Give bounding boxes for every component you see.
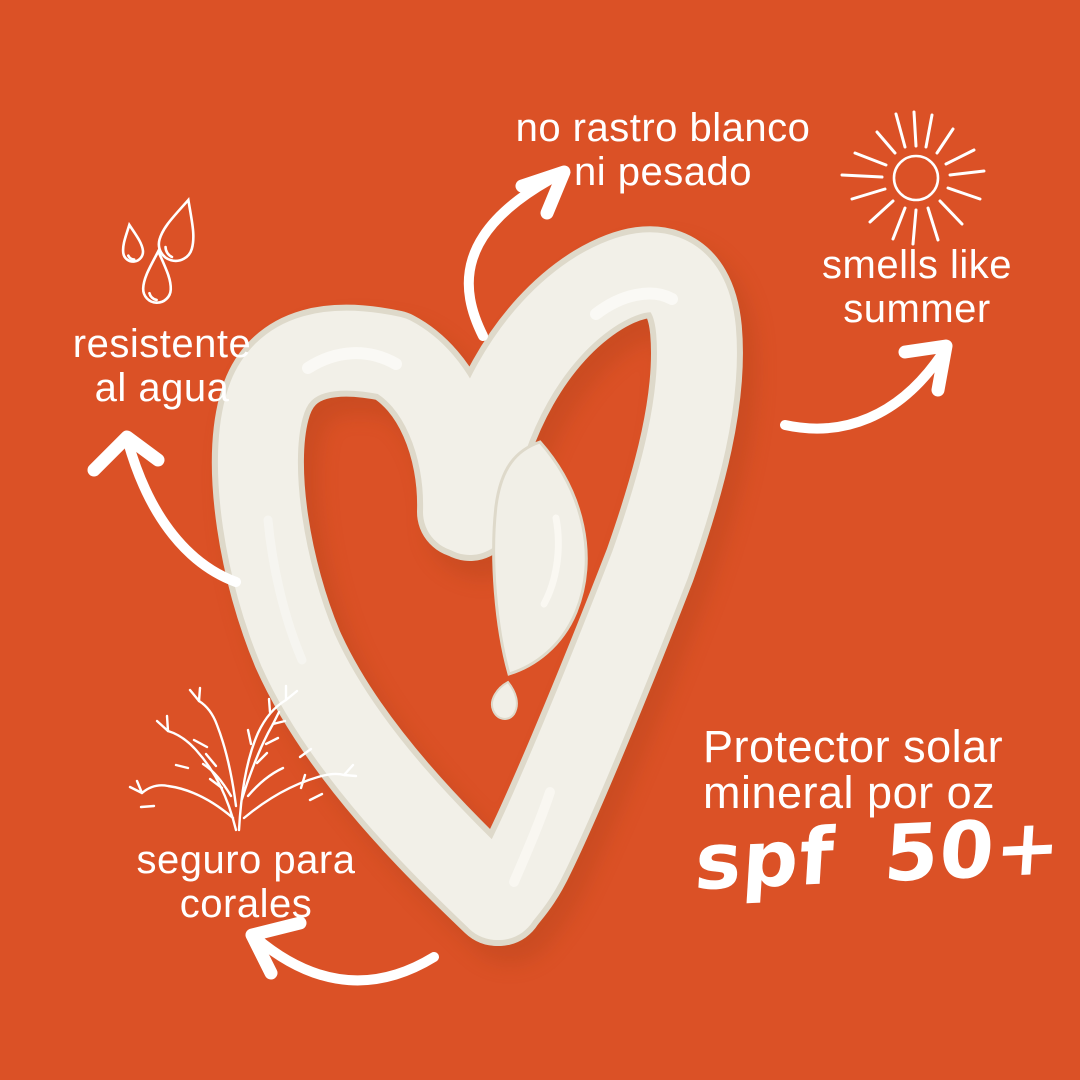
sun-icon [840, 110, 986, 246]
callout-no-white-cast-line2: ni pesado [574, 150, 752, 194]
callout-water-line2: al agua [94, 366, 230, 410]
callout-smells-line1: smells like [822, 243, 1012, 287]
product-title-line1: Protector solar [703, 721, 1004, 772]
callout-no-white-cast: no rastro blanco ni pesado [443, 106, 883, 194]
product-title-line2: mineral por oz [703, 767, 996, 818]
callout-no-white-cast-line1: no rastro blanco [515, 106, 811, 150]
callout-reef-safe: seguro para corales [66, 838, 426, 926]
arrow-to-reef-safe-icon [245, 916, 439, 986]
arrow-to-no-white-cast-icon [463, 165, 571, 341]
coral-icon [128, 684, 358, 832]
callout-smells-line2: summer [843, 287, 991, 331]
arrow-to-water-resistant-icon [87, 430, 241, 587]
callout-water-resistant: resistente al agua [1, 322, 323, 410]
cream-heart-image [211, 226, 757, 964]
callout-water-line1: resistente [72, 322, 252, 366]
spf-badge: spf 50+ [692, 802, 1064, 909]
callout-smells-like-summer: smells like summer [737, 243, 1080, 331]
product-title: Protector solar mineral por oz [703, 724, 1003, 816]
arrow-to-smells-like-summer-icon [780, 339, 953, 434]
water-drops-icon [118, 193, 206, 305]
callout-reef-line2: corales [179, 882, 313, 926]
callout-reef-line1: seguro para [136, 838, 356, 882]
